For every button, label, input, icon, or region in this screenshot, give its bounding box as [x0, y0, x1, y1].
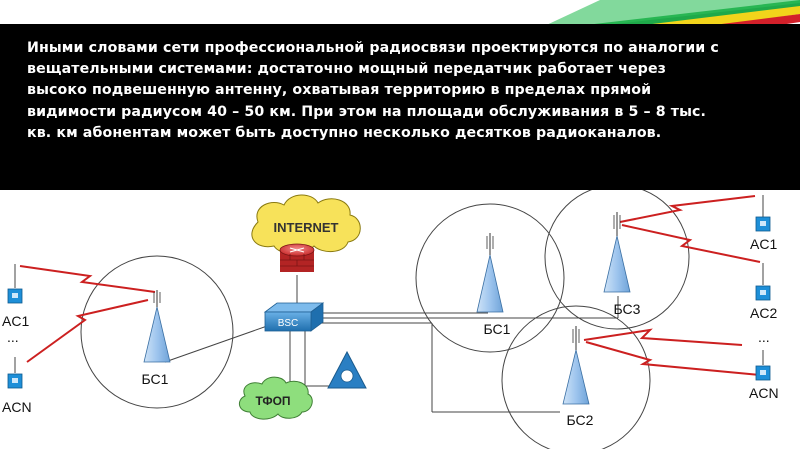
slide-paragraph: Иными словами сети профессиональной ради… [27, 40, 719, 141]
internet-cloud: INTERNET [251, 194, 361, 254]
left-ac1-label: AC1 [2, 313, 29, 329]
left-bs-label: БС1 [142, 371, 169, 387]
switch-triangle-icon [327, 350, 367, 389]
left-bs-tower: БС1 [142, 290, 171, 387]
bs1-tower: БС1 [476, 233, 511, 337]
bs2-tower: БС2 [562, 326, 594, 428]
internet-label: INTERNET [274, 220, 339, 235]
left-dots: ... [7, 329, 19, 345]
left-coverage-circle [80, 255, 234, 409]
right-terminals: AC1 AC2 ... ACN [749, 195, 779, 401]
firewall-icon [279, 243, 315, 272]
left-acn-label: ACN [2, 399, 32, 415]
tfop-label: ТФОП [255, 394, 290, 408]
right-ac1-label: AC1 [750, 236, 777, 252]
right-acn-label: ACN [749, 385, 779, 401]
right-ac2-label: AC2 [750, 305, 777, 321]
right-dots: ... [758, 329, 770, 345]
bs2-label: БС2 [567, 412, 594, 428]
bs1-label: БС1 [484, 321, 511, 337]
network-diagram: INTERNET BSC ТФОП [0, 184, 800, 453]
bs3-tower: БС3 [603, 212, 641, 317]
text-header: Иными словами сети профессиональной ради… [0, 24, 800, 190]
bs3-label: БС3 [614, 301, 641, 317]
bsc-node: BSC [263, 302, 325, 332]
wired-links [164, 275, 619, 413]
bs2-coverage-circle [501, 305, 651, 453]
left-terminals: AC1 ... ACN [2, 264, 32, 415]
bsc-label: BSC [278, 318, 299, 329]
radio-links [19, 195, 761, 376]
decorative-stripe [0, 0, 800, 28]
tfop-cloud: ТФОП [238, 376, 313, 420]
bs1-coverage-circle [415, 203, 565, 353]
